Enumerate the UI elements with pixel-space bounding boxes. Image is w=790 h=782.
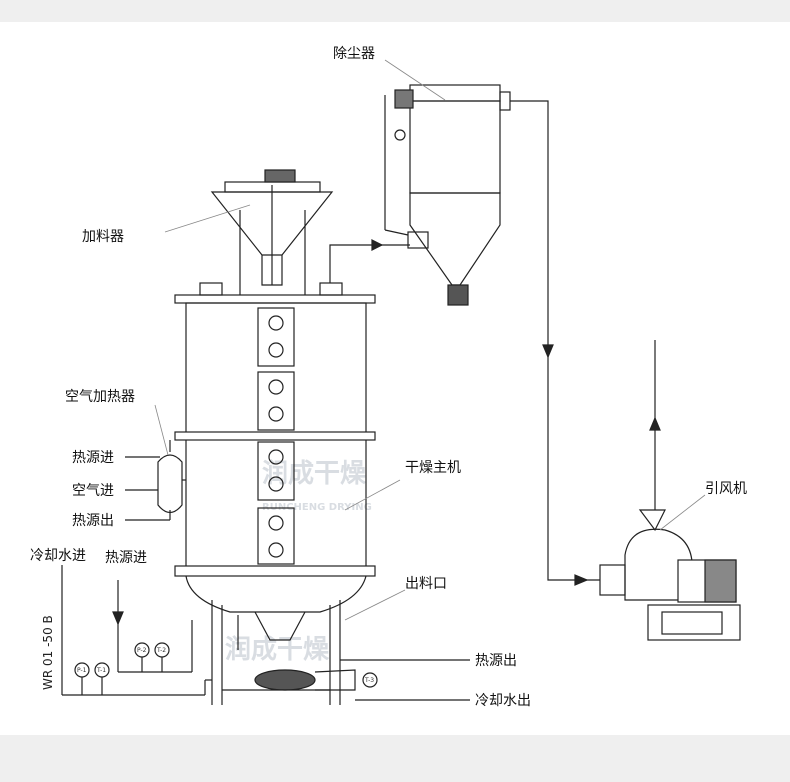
dust-collector: [384, 84, 511, 306]
watermark-cn-2: 润成干燥: [225, 634, 330, 665]
process-diagram: 润成干燥 RUNCHENG DRYING 润成干燥: [30, 46, 747, 709]
label-dust-collector: 除尘器: [333, 46, 375, 62]
instrument-t2: T-2: [156, 647, 166, 654]
induced-fan: [599, 509, 741, 641]
diagram-canvas: 润成干燥 RUNCHENG DRYING 润成干燥: [0, 22, 790, 735]
label-air-heater: 空气加热器: [65, 389, 135, 405]
watermark-en: RUNCHENG DRYING: [262, 502, 372, 513]
instrument-t1: T-1: [96, 667, 106, 674]
label-heat-in-bottom: 热源进: [105, 550, 147, 566]
label-heat-out-right: 热源出: [475, 653, 517, 669]
label-feeder: 加料器: [82, 229, 124, 245]
label-heat-in-left: 热源进: [72, 450, 114, 466]
label-induced-fan: 引风机: [705, 481, 747, 497]
utility-piping: [61, 565, 470, 701]
label-cooling-water-out: 冷却水出: [475, 693, 531, 709]
dryer-main-body: [174, 282, 376, 705]
label-heat-out-left: 热源出: [72, 513, 114, 529]
exhaust-duct: [510, 100, 600, 581]
instrument-p2: P-2: [137, 647, 147, 654]
label-discharge: 出料口: [405, 576, 447, 592]
dust-pipe: [329, 244, 410, 283]
inspection-windows: [257, 307, 295, 565]
model-number: WR 01 -50 B: [41, 615, 55, 690]
instrument-t3: T-3: [364, 677, 374, 684]
label-cooling-water-in: 冷却水进: [30, 548, 86, 564]
instrument-p1: P-1: [77, 667, 87, 674]
watermark-cn: 润成干燥: [262, 458, 367, 489]
label-dryer-main: 干燥主机: [405, 460, 461, 476]
label-air-in: 空气进: [72, 483, 114, 499]
feeder-hopper: [210, 169, 334, 295]
air-heater: [125, 440, 186, 521]
